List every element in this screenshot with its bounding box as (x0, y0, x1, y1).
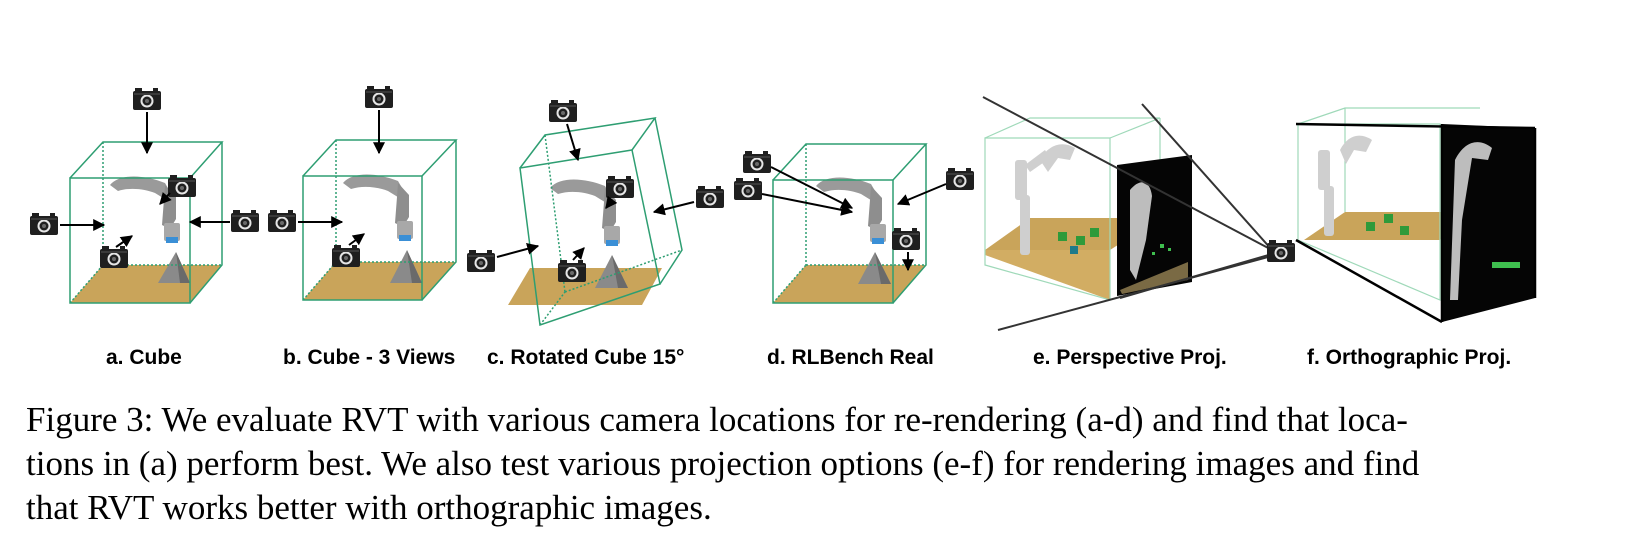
caption-line: tions in (a) perform best. We also test … (26, 444, 1420, 483)
camera-icon (30, 213, 58, 235)
panel-c-rotated-cube (467, 100, 724, 327)
camera-icon (268, 210, 296, 232)
robot-arm (1015, 144, 1075, 255)
robot-arm (816, 177, 886, 244)
camera-icon (1267, 240, 1295, 262)
panel-label-b: b. Cube - 3 Views (283, 346, 456, 369)
panel-d-rlbench-real (734, 143, 974, 304)
camera-icon (743, 151, 771, 173)
camera-icon (365, 86, 393, 108)
panel-label-f: f. Orthographic Proj. (1307, 346, 1512, 369)
camera-icon (606, 176, 634, 198)
panel-b-cube-3-views (268, 86, 458, 301)
camera-icon (549, 100, 577, 122)
panel-label-e: e. Perspective Proj. (1033, 346, 1227, 369)
camera-icon (231, 210, 259, 232)
camera-icon (734, 178, 762, 200)
figure-3-illustration (30, 86, 1537, 331)
panel-a-cube (30, 88, 259, 304)
panel-e-perspective-proj (982, 96, 1295, 331)
camera-icon (558, 260, 586, 282)
camera-icon (332, 245, 360, 267)
panel-label-a: a. Cube (106, 346, 182, 369)
panel-label-c: c. Rotated Cube 15° (487, 346, 685, 369)
panel-f-orthographic-proj (1295, 107, 1537, 324)
caption-line: that RVT works better with orthographic … (26, 488, 712, 527)
camera-icon (892, 228, 920, 250)
camera-icon (946, 168, 974, 190)
robot-arm (343, 174, 413, 241)
camera-icon (100, 246, 128, 268)
figure-caption: Figure 3: We evaluate RVT with various c… (26, 398, 1616, 530)
caption-line: Figure 3: We evaluate RVT with various c… (26, 400, 1408, 439)
camera-icon (168, 175, 196, 197)
robot-arm (1318, 135, 1372, 236)
panel-label-d: d. RLBench Real (767, 346, 934, 369)
camera-icon (696, 186, 724, 208)
camera-icon (133, 88, 161, 110)
camera-icon (467, 250, 495, 272)
